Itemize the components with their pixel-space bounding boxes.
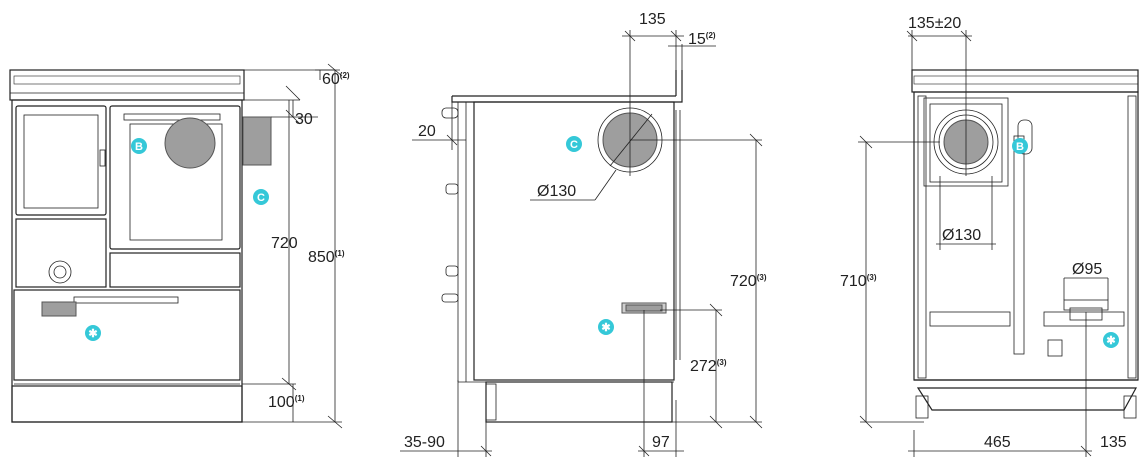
dim-35-90: 35-90: [404, 434, 445, 451]
svg-text:B: B: [1016, 141, 1024, 153]
air-inlet-back: [1063, 299, 1109, 311]
svg-text:C: C: [257, 192, 265, 204]
dim-15: 15(2): [688, 31, 716, 48]
svg-text:C: C: [570, 139, 578, 151]
svg-text:B: B: [135, 141, 143, 153]
dim-30: 30: [295, 111, 313, 128]
air-inlet-star: [41, 301, 77, 317]
dim-d95: Ø95: [1072, 261, 1102, 278]
dim-d130-back: Ø130: [942, 227, 981, 244]
dim-720-side: 720(3): [730, 273, 767, 290]
svg-text:✱: ✱: [88, 328, 97, 340]
dim-720: 720: [271, 235, 298, 252]
dim-97: 97: [652, 434, 670, 451]
badge-c-front: C: [253, 189, 269, 205]
dim-272: 272(3): [690, 358, 727, 375]
dim-20: 20: [418, 123, 436, 140]
badge-star-front: ✱: [85, 325, 101, 341]
control-knob: [48, 260, 72, 284]
front-view: B C ✱ 60(2) 30 720 850(1) 100(1): [9, 63, 350, 429]
svg-text:✱: ✱: [1106, 335, 1115, 347]
back-view: B ✱ 135±20 Ø130 Ø95 710(3): [840, 15, 1139, 457]
badge-c-side: C: [566, 136, 582, 152]
dim-850: 850(1): [308, 249, 345, 266]
dim-100: 100(1): [268, 394, 305, 411]
dim-60: 60(2): [322, 71, 350, 88]
flue-outlet-c: [242, 116, 272, 166]
badge-star-back: ✱: [1103, 332, 1119, 348]
dim-710: 710(3): [840, 273, 877, 290]
badge-star-side: ✱: [598, 319, 614, 335]
dim-d130-side: Ø130: [537, 183, 576, 200]
dim-135-20: 135±20: [908, 15, 961, 32]
dim-135-back: 135: [1100, 434, 1127, 451]
dim-465: 465: [984, 434, 1011, 451]
svg-text:✱: ✱: [601, 322, 610, 334]
side-view: C ✱: [400, 11, 767, 457]
cooktop-vent-pattern: [13, 75, 241, 85]
badge-b-back: B: [1012, 138, 1028, 154]
flue-outlet-b: [164, 117, 216, 169]
dim-135-side: 135: [639, 11, 666, 28]
badge-b-front: B: [131, 138, 147, 154]
